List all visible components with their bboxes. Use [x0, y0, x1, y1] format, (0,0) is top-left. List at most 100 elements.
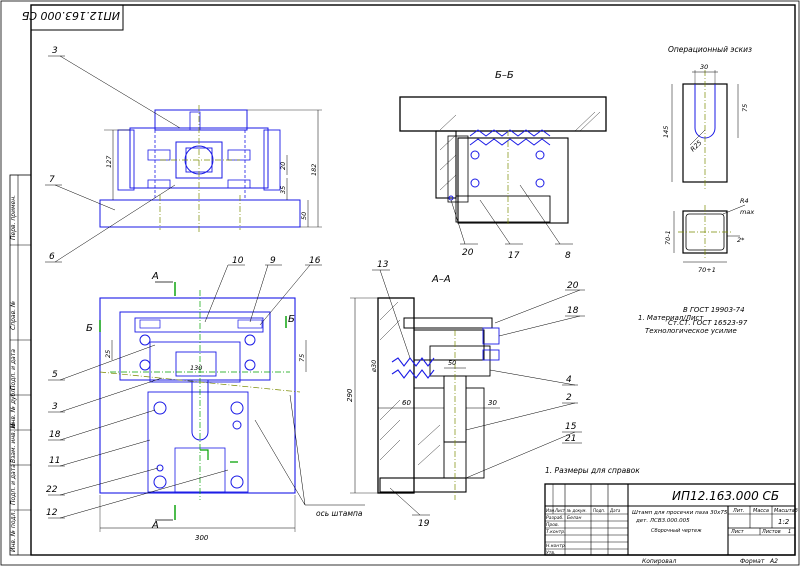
tb-sheet: Лист — [730, 529, 745, 535]
tb-name-1: Штамп для просечки паза 30х75 — [632, 510, 728, 516]
op-sketch: 30 75 145 R25 R4 max 2* 70-1 70+1 — [662, 63, 754, 274]
side-strip-7: Инв. № подл. — [10, 511, 17, 552]
side-strip: Перв. примен. Справ. № Подп. и дата Инв.… — [9, 174, 32, 556]
dim-50: 50 — [300, 212, 308, 220]
callout-3-top: 3 — [52, 46, 58, 56]
note-force: Технологическое усилие — [645, 327, 737, 335]
tb-mass: Масса — [753, 508, 769, 514]
note-sizes: 1. Размеры для справок — [545, 466, 640, 475]
section-aa-callouts: 13 20 18 4 2 15 21 19 — [372, 260, 585, 529]
front-view-callouts: 3 7 6 — [45, 46, 181, 263]
callout-19: 19 — [418, 519, 430, 529]
dim-50-aa: 50 — [448, 359, 456, 367]
tb-role-check: Пров. — [546, 522, 559, 528]
op-dim-145: 145 — [662, 126, 670, 138]
note-material: 1. Материал/Лист — [638, 314, 704, 322]
callout-4: 4 — [566, 375, 572, 385]
dim-60: 60 — [402, 399, 411, 407]
callout-3-plan: 3 — [52, 402, 58, 412]
tb-sheets-val: 1 — [788, 529, 791, 535]
bottom-format: Формат — [740, 558, 765, 565]
callout-18-aa: 18 — [567, 306, 579, 316]
front-view: 127 182 50 20 35 — [99, 105, 322, 232]
tb-dev-name: Белан — [567, 515, 581, 521]
callout-2: 2 — [566, 393, 572, 403]
tb-col-izm: Изм. — [546, 508, 555, 513]
section-bb-callouts: 20 17 8 — [450, 184, 573, 261]
dim-130: 130 — [190, 364, 202, 372]
section-aa: 290 60 30 50 ø30 — [346, 297, 500, 500]
callout-13: 13 — [377, 260, 389, 270]
dim-290: 290 — [346, 388, 354, 402]
section-bb-title: Б–Б — [495, 70, 514, 81]
tb-sheets: Листов — [761, 529, 781, 535]
dim-182: 182 — [310, 164, 318, 176]
callout-17: 17 — [508, 251, 520, 261]
plan-view-callouts: 10 9 16 5 3 18 11 22 12 ось штампа — [46, 256, 365, 519]
callout-11: 11 — [49, 456, 60, 466]
side-strip-2: Справ. № — [10, 301, 17, 330]
op-sketch-title: Операционный эскиз — [668, 45, 752, 54]
mark-a-bot: А — [151, 520, 159, 531]
side-strip-4: Инв. № дубл. — [10, 387, 17, 428]
inner-frame — [30, 4, 796, 556]
tb-col-list: Лист — [554, 508, 566, 513]
tb-role-dev: Разраб. — [546, 515, 564, 521]
op-dim-70v: 70-1 — [664, 230, 672, 245]
note-steel: Ст.СТ. ГОСТ 16523-97 — [668, 319, 748, 327]
title-block-text: ИП12.163.000 СБ Штамп для просечки паза … — [546, 489, 798, 565]
bottom-copied: Копировал — [642, 558, 676, 565]
callout-12: 12 — [46, 508, 58, 518]
tb-role-approve: Утв. — [546, 550, 555, 556]
mark-a-top: А — [151, 271, 159, 282]
callout-9: 9 — [270, 256, 276, 266]
callout-20-aa: 20 — [567, 281, 579, 291]
callout-22: 22 — [46, 485, 58, 495]
op-dim-r4max: max — [740, 208, 754, 216]
notes: В ГОСТ 19903-74 1. Материал/Лист Ст.СТ. … — [545, 306, 748, 475]
mark-b-right: Б — [288, 314, 295, 325]
bottom-format-val: А2 — [769, 558, 778, 565]
callout-6: 6 — [49, 252, 55, 262]
dim-d30: ø30 — [370, 360, 378, 373]
tb-col-date: Дата — [609, 508, 621, 513]
top-stamp-text: ИП12.163.000 СБ — [22, 9, 120, 22]
tb-role-tcontrol: Т.контр. — [546, 529, 566, 535]
dim-25: 25 — [104, 350, 112, 358]
dim-30-aa: 30 — [488, 399, 497, 407]
callout-10: 10 — [232, 256, 244, 266]
dim-300: 300 — [195, 534, 209, 542]
callout-7: 7 — [49, 175, 55, 185]
section-bb — [399, 96, 607, 225]
title-block — [544, 483, 796, 556]
section-aa-title: А–А — [431, 274, 451, 285]
tb-col-doc: № докум. — [566, 508, 587, 513]
mark-b-left: Б — [86, 323, 93, 334]
note-material-std: В ГОСТ 19903-74 — [683, 306, 745, 314]
callout-8: 8 — [565, 251, 571, 261]
tb-name-2: дет. ЛСВ3.000.005 — [635, 518, 690, 524]
op-dim-2: 2* — [737, 236, 745, 244]
tb-col-sign: Подп. — [593, 508, 605, 513]
tb-role-ncontrol: Н.контр. — [546, 543, 566, 549]
tb-lit: Лит. — [732, 508, 745, 514]
op-dim-r4: R4 — [740, 197, 749, 205]
tb-name-3: Сборочный чертеж — [651, 528, 702, 534]
op-dim-r25: R25 — [689, 139, 704, 154]
callout-21: 21 — [565, 434, 576, 444]
dim-20: 20 — [279, 162, 287, 170]
tb-designation: ИП12.163.000 СБ — [672, 489, 779, 503]
callout-18-plan: 18 — [49, 430, 61, 440]
callout-15: 15 — [565, 422, 577, 432]
side-strip-1: Перв. примен. — [10, 195, 17, 240]
side-strip-3: Подп. и дата — [10, 349, 17, 390]
dim-35: 35 — [279, 186, 287, 194]
op-dim-30: 30 — [700, 63, 708, 71]
callout-20-bb: 20 — [462, 248, 474, 258]
plan-view: 300 25 75 130 А А Б Б — [86, 271, 307, 542]
tb-scale: Масштаб — [774, 508, 798, 514]
callout-5: 5 — [52, 370, 58, 380]
op-dim-75: 75 — [741, 104, 749, 112]
